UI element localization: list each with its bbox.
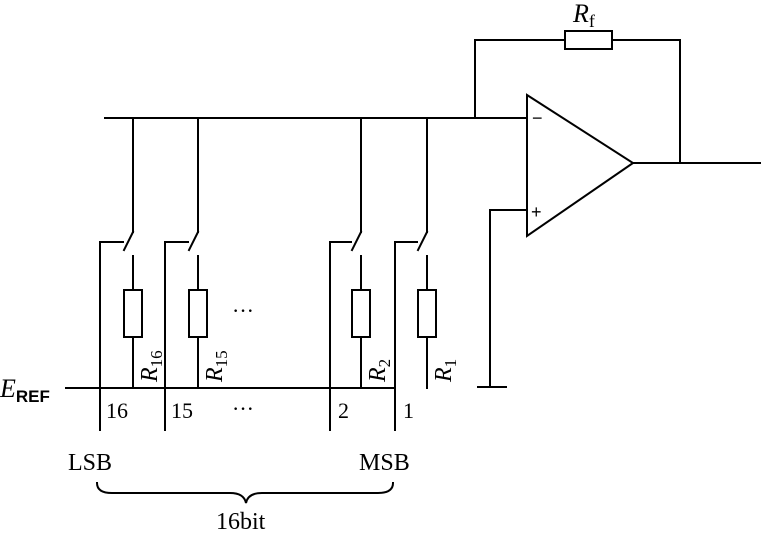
branch-16 — [99, 117, 143, 431]
resistor-15 — [188, 289, 208, 338]
bit-width-label: 16bit — [216, 509, 266, 535]
resistor-16-label: R16 — [137, 350, 166, 383]
feedback-wire-right — [611, 39, 681, 164]
noninverting-input-sign: + — [531, 202, 542, 222]
resistor-1 — [417, 289, 437, 338]
lsb-label: LSB — [68, 450, 112, 476]
resistor-1-label: R1 — [431, 359, 460, 383]
resistor-15-label: R15 — [202, 350, 231, 383]
resistor-16 — [123, 289, 143, 338]
bit-position-16: 16 — [106, 398, 128, 423]
reference-label: EREF — [0, 374, 50, 406]
bit-position-15: 15 — [171, 398, 193, 423]
feedback-resistor — [564, 30, 613, 50]
opamp-triangle — [526, 93, 635, 238]
bit-position-2: 2 — [338, 398, 349, 423]
resistor-2 — [351, 289, 371, 338]
resistor-2-label: R2 — [365, 359, 394, 383]
bit-number-ellipsis: ··· — [232, 396, 254, 421]
switch-2 — [350, 230, 363, 252]
branch-2 — [329, 117, 371, 431]
bit-position-1: 1 — [403, 398, 414, 423]
inverting-input-sign: − — [532, 108, 543, 128]
resistor-ellipsis: ··· — [232, 298, 254, 323]
noninverting-ground-wire — [489, 209, 528, 387]
switch-1 — [416, 230, 429, 252]
feedback-resistor-label: Rf — [572, 0, 595, 31]
switch-16 — [122, 230, 135, 252]
msb-label: MSB — [359, 450, 410, 476]
feedback-wire-left — [474, 39, 566, 119]
branch-15 — [164, 117, 208, 431]
branch-1 — [394, 117, 437, 431]
switch-15 — [187, 230, 200, 252]
bit-range-brace — [95, 481, 395, 504]
